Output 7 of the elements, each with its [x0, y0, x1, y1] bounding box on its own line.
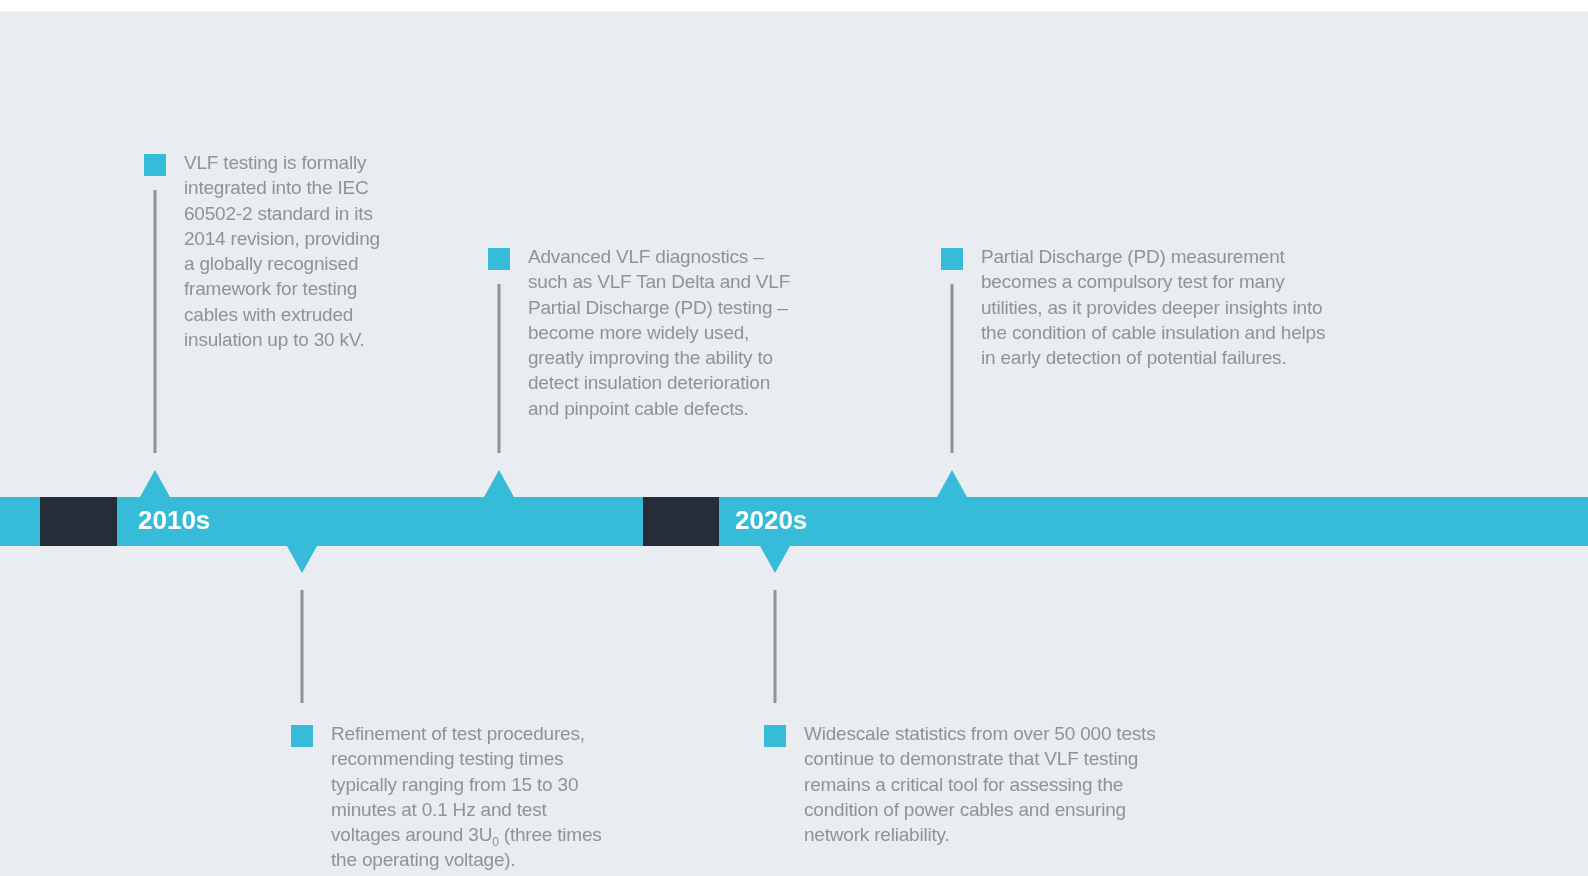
timeline-entry-text: Widescale statistics from over 50 000 tests continue to demonstrate that VLF testing remains a critical tool for assessing the condition of power cables and ensuring network reliability.: [804, 722, 1157, 848]
decade-label: 2020s: [735, 505, 808, 536]
timeline-entry-text: Partial Discharge (PD) measurement becomes a compulsory test for many utilities, as it provides deeper insights into the condition of cable insulation and helps in early detection of potential failures.: [981, 245, 1326, 371]
decade-label: 2010s: [138, 505, 211, 536]
timeline-entry-text: VLF testing is formally integrated into the IEC 60502-2 standard in its 2014 revision, providing a globally recognised framework for testing cables with extruded insulation up to 30 kV.: [184, 151, 380, 353]
timeline-entry-text: Advanced VLF diagnostics – such as VLF Tan Delta and VLF Partial Discharge (PD) testing – become more widely used, greatly improving the ability to detect insulation deterioration and pinpoint cable defects.: [528, 245, 792, 421]
timeline-entry-text: Refinement of test procedures, recommending testing times typically ranging from 15 to 30 minutes at 0.1 Hz and test voltages around 3U$_{0}$ (three times the operating voltage).: [331, 722, 603, 873]
